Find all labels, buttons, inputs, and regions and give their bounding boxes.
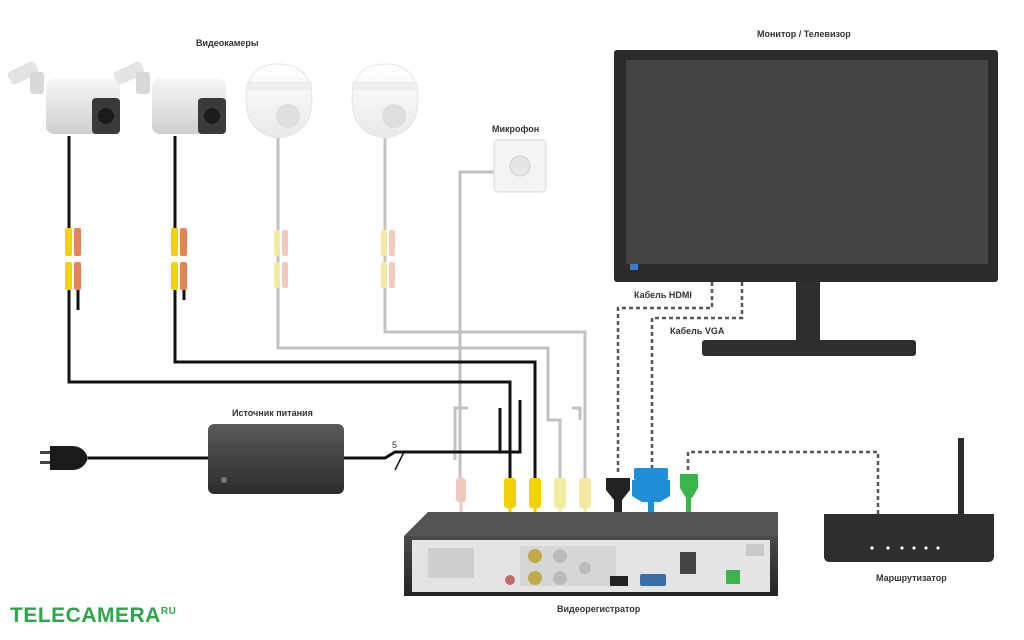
power-supply-icon bbox=[208, 424, 344, 494]
bullet-camera-icon bbox=[113, 61, 226, 134]
dome-camera-icon bbox=[351, 63, 419, 139]
dvr-icon bbox=[404, 512, 778, 596]
cameras-label: Видеокамеры bbox=[196, 38, 259, 48]
monitor-icon bbox=[614, 50, 998, 356]
vga-cable-label: Кабель VGA bbox=[670, 326, 725, 336]
power-plug-icon bbox=[40, 446, 88, 470]
router-icon bbox=[824, 438, 994, 562]
wire-count-mark bbox=[394, 451, 405, 471]
microphone-label: Микрофон bbox=[492, 124, 540, 134]
dvr-input-connectors bbox=[456, 478, 591, 508]
logo-suffix: RU bbox=[160, 606, 177, 617]
video-power-connectors bbox=[65, 228, 187, 290]
microphone-icon bbox=[493, 139, 547, 193]
hdmi-cable-label: Кабель HDMI bbox=[634, 290, 692, 300]
dvr-label: Видеорегистратор bbox=[557, 604, 641, 614]
telecamera-logo[interactable]: TELECAMERARU bbox=[10, 604, 176, 628]
monitor-label: Монитор / Телевизор bbox=[757, 29, 851, 39]
dome-camera-icon bbox=[245, 63, 313, 139]
bullet-camera-icon bbox=[7, 61, 120, 134]
monitor-cables bbox=[616, 282, 880, 516]
inactive-connectors bbox=[274, 230, 395, 288]
logo-text: TELECAMERA bbox=[10, 604, 161, 627]
wire-count-label: 5 bbox=[392, 440, 398, 450]
router-label: Маршрутизатор bbox=[876, 573, 947, 583]
power-supply-label: Источник питания bbox=[232, 408, 313, 418]
